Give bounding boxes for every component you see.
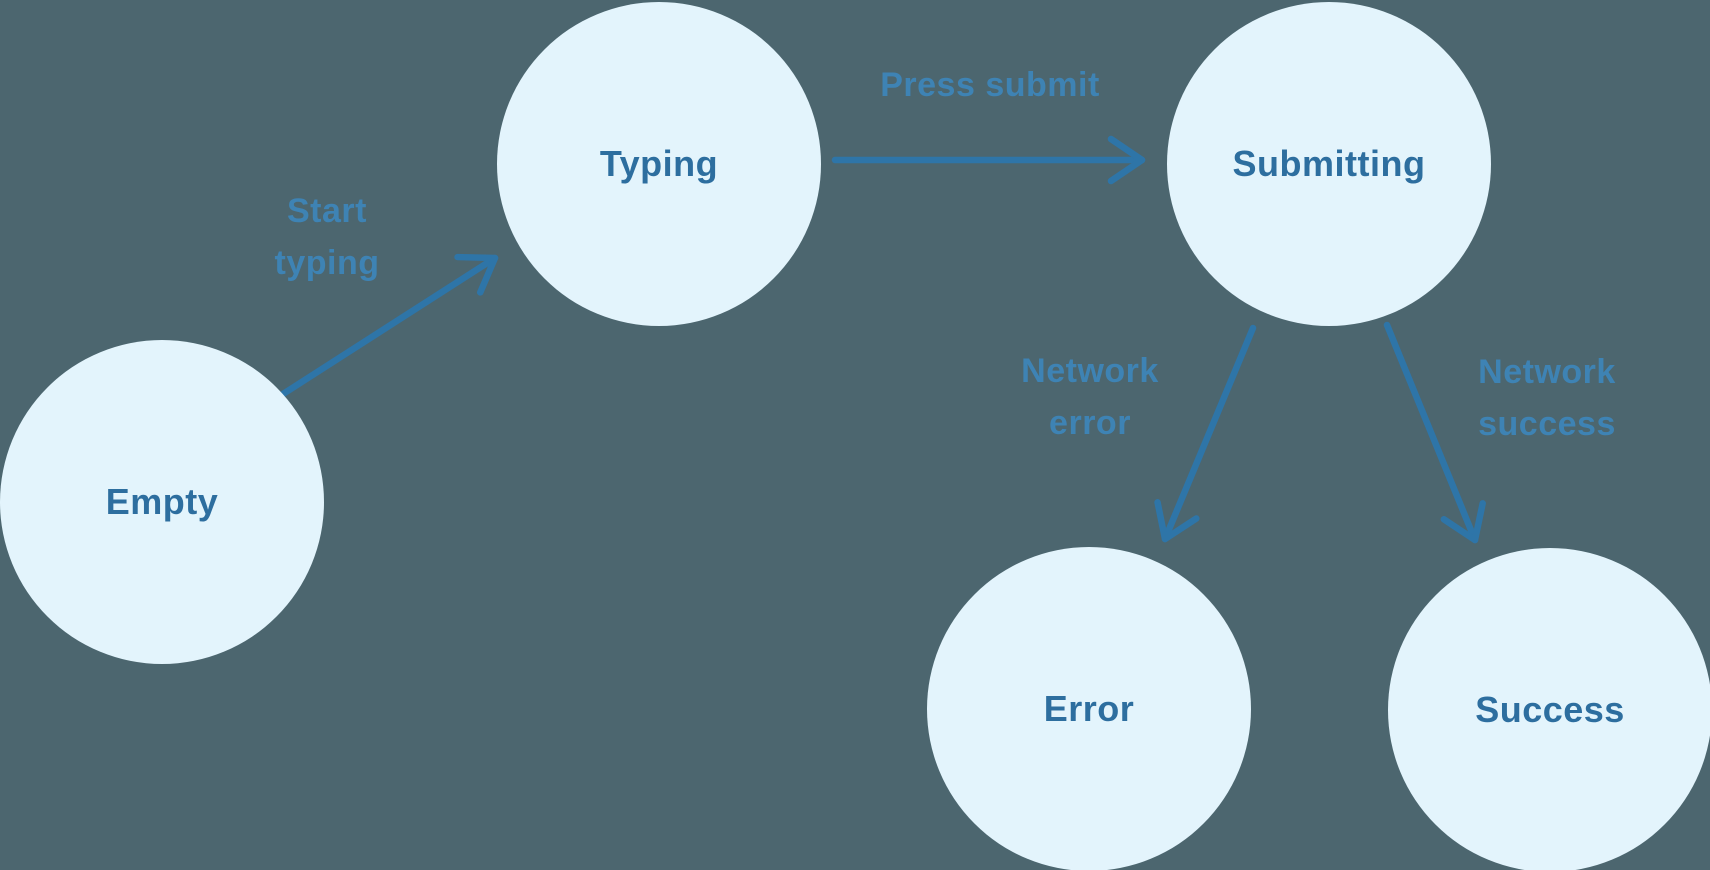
state-node-error: Error xyxy=(927,547,1251,870)
edge-label-line: Start xyxy=(287,192,367,230)
edge-label-start-typing: Start typing xyxy=(275,185,380,289)
edge-label-line: Press submit xyxy=(880,66,1100,104)
edge-label-line: typing xyxy=(274,244,380,282)
edge-start-typing-arrow xyxy=(279,253,499,398)
edge-network-error-arrow xyxy=(1154,324,1257,543)
state-node-submitting: Submitting xyxy=(1167,2,1491,326)
edge-network-success-arrow xyxy=(1383,321,1486,544)
state-node-typing: Typing xyxy=(497,2,821,326)
state-node-label-empty: Empty xyxy=(105,481,219,522)
state-node-label-error: Error xyxy=(1043,688,1135,729)
state-node-label-typing: Typing xyxy=(599,143,719,184)
state-node-empty: Empty xyxy=(0,340,324,664)
state-node-label-submitting: Submitting xyxy=(1232,143,1426,184)
edge-label-line: Network xyxy=(1478,353,1616,391)
edge-label-line: error xyxy=(1049,404,1131,442)
edge-label-line: Network xyxy=(1021,352,1159,390)
state-node-success: Success xyxy=(1388,548,1710,870)
edge-label-network-success: Network success xyxy=(1478,346,1616,450)
state-node-label-success: Success xyxy=(1475,689,1625,730)
edge-label-network-error: Network error xyxy=(1021,345,1159,449)
edge-label-press-submit: Press submit xyxy=(880,59,1100,111)
edge-label-line: success xyxy=(1478,405,1616,443)
